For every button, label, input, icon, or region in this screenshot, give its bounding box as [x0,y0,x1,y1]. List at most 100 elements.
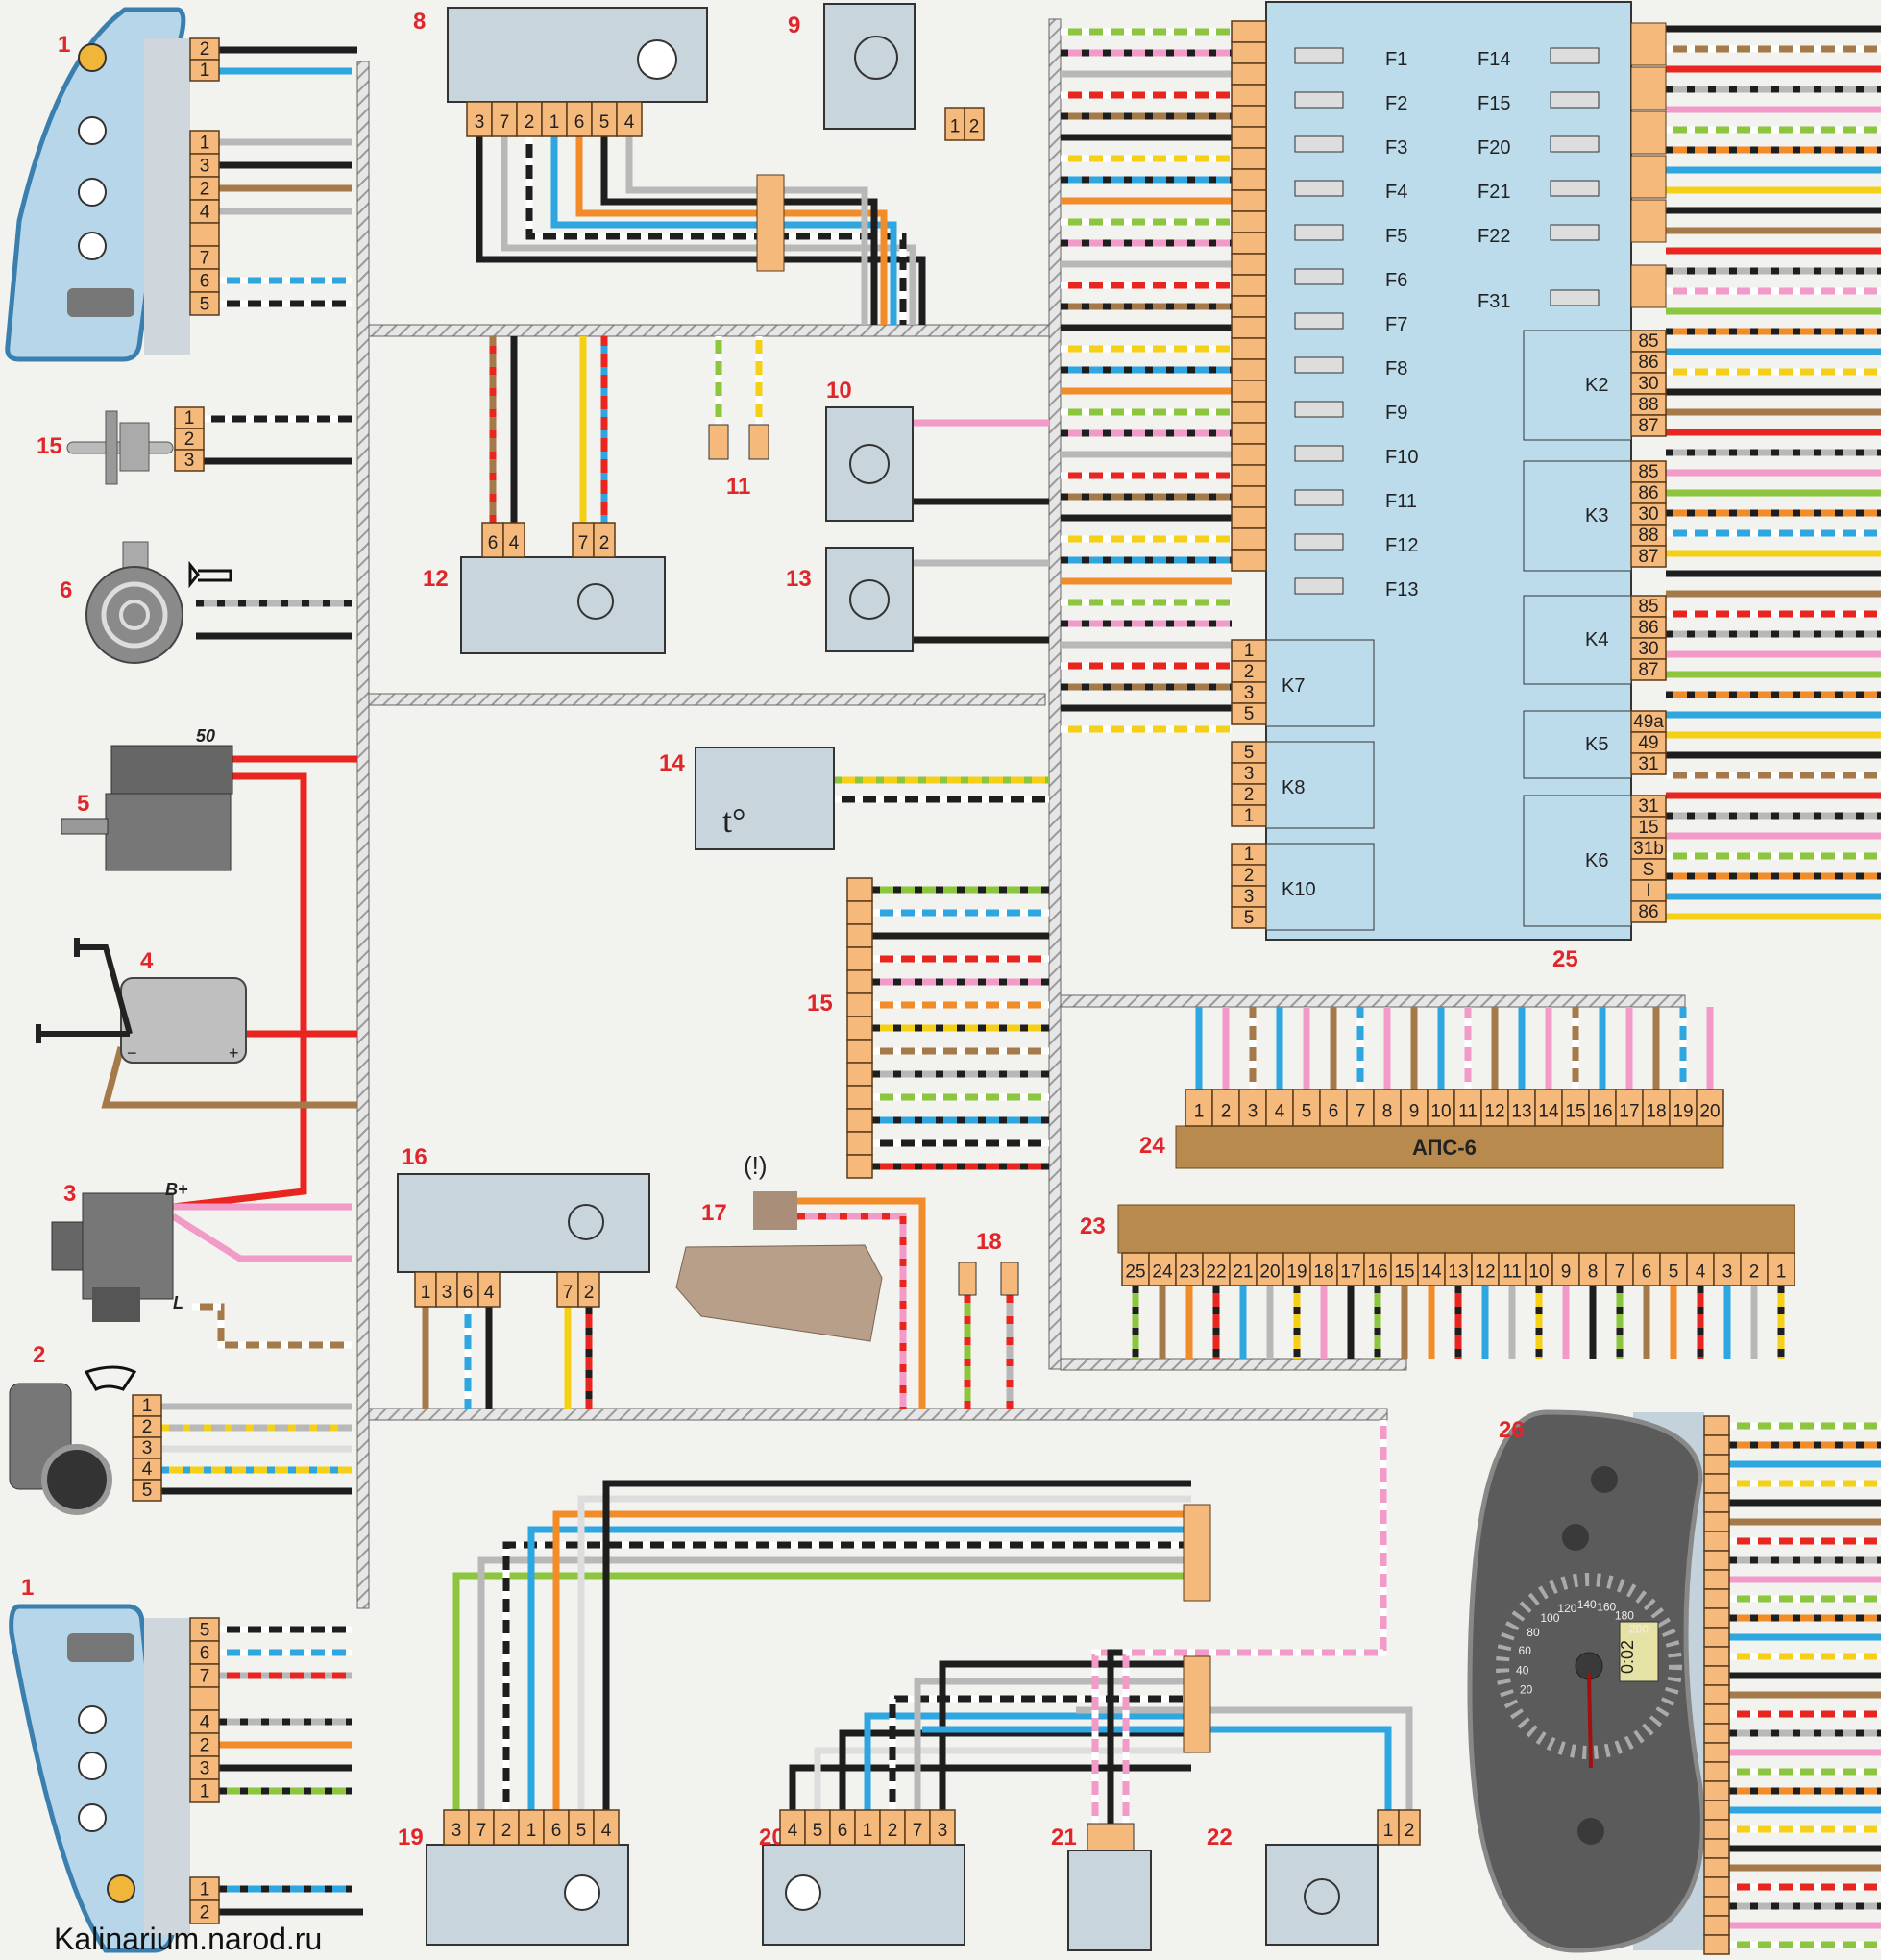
fuse-label: F2 [1385,93,1407,114]
inline-connector [1183,1655,1211,1753]
c23-pin [1175,1252,1204,1286]
relay-K2-pin [1630,414,1667,437]
c2-pin-label: 2 [142,1417,153,1437]
c8-pin-label: 5 [599,112,610,133]
c23-pin-label: 16 [1367,1262,1387,1283]
c22-pin [1398,1809,1421,1846]
component-label: 22 [1207,1825,1233,1850]
battery: 4 − + [36,938,247,1064]
fuse-block-left-pin [1231,147,1267,170]
c23-pin-label: 6 [1642,1262,1652,1283]
c7-pin-label: 3 [184,451,195,471]
c24-pin-label: 10 [1430,1102,1451,1122]
c20-pin-label: 7 [913,1821,923,1841]
lamp-icon [78,1705,107,1734]
c26-pin [1703,1742,1730,1763]
fuse-label: F15 [1478,93,1510,114]
speed-tick-label: 80 [1527,1626,1540,1639]
c26-pin [1703,1473,1730,1494]
c7-pin [174,449,205,472]
c23-pin [1444,1252,1473,1286]
component-label: 13 [786,566,812,592]
c8-pin-label: 1 [550,112,560,133]
relay-K6 [1523,795,1632,927]
fuse-label: F8 [1385,358,1407,380]
corrector-motor-icon [67,1633,134,1662]
c24-pin-label: 8 [1382,1102,1393,1122]
turn-lamp-icon [107,1874,135,1903]
c19-pin [443,1809,470,1846]
lamp-icon [78,178,107,207]
fuse-block-left-pin [1231,506,1267,529]
switch-19: 19 [398,1825,629,1946]
motor-icon [849,579,890,620]
fuse-block-left-pin [1231,527,1267,551]
c23-pin-label: 8 [1588,1262,1599,1283]
c24-pin [1427,1089,1455,1127]
c24-pin-label: 12 [1484,1102,1504,1122]
c15-pin [846,1016,873,1041]
fuse-label: F22 [1478,226,1510,247]
c23-pin-label: 18 [1313,1262,1333,1283]
c26-pin [1703,1550,1730,1571]
apc-6-block: АПС-6 24 [1139,1125,1724,1169]
fuse-label: F3 [1385,137,1407,159]
fuse-label: F21 [1478,182,1510,203]
c23-pin-label: 20 [1259,1262,1280,1283]
c19-pin-label: 2 [501,1821,512,1841]
headlamp-upper: 1 [5,7,190,362]
c8-pin [541,101,568,137]
fuse-label: F5 [1385,226,1407,247]
component-label: 18 [976,1229,1002,1255]
c2-pin-label: 1 [142,1396,153,1416]
relay-K2-pin-label: 85 [1638,331,1658,352]
c26-pin [1703,1454,1730,1475]
motor-9: 9 [788,3,916,130]
temperature-symbol: t° [722,801,745,840]
component-label: 1 [58,32,70,58]
motor-icon [568,1204,604,1240]
wire [552,1510,1191,1810]
c7-pin-label: 2 [184,429,195,450]
wire [914,1678,1191,1810]
fuse-block-left-pin [1231,253,1267,276]
c12-pin-label: 2 [599,533,610,553]
fuse-icon [1294,268,1344,285]
fuse-icon [1550,289,1600,306]
led-icon [564,1874,600,1911]
c24-pin-label: 15 [1565,1102,1585,1122]
wire-stripe [192,1303,352,1349]
led-icon [637,39,677,80]
c26-pin [1703,1838,1730,1859]
c8-pin-label: 2 [525,112,535,133]
fuse-label: F11 [1385,491,1417,512]
speed-tick-label: 40 [1516,1663,1529,1677]
relay-K4-pin [1630,658,1667,681]
fuse-label: F10 [1385,447,1418,468]
c12-pin-label: 7 [578,533,589,553]
c26-pin [1703,1723,1730,1744]
motor-icon [854,36,898,80]
component-label: 6 [60,577,72,603]
c12-pin-label: 4 [509,533,520,553]
c15-pin [846,946,873,971]
component-label: 19 [398,1825,424,1850]
c23-pin-label: 22 [1206,1262,1226,1283]
wiper-motor: 2 [9,1342,137,1515]
c15-pin [846,1062,873,1087]
c24-pin [1185,1089,1213,1127]
c23-pin [1632,1252,1661,1286]
component-label: 16 [402,1144,428,1170]
relay-list: K71235K85321K101235K28586308887K38586308… [1231,330,1667,931]
c1b-pin-label: 4 [200,1713,210,1733]
component-label: 15 [37,433,62,459]
c15-pin [846,969,873,994]
fuse-label: F20 [1478,137,1510,159]
fuse-block-left-pin [1231,84,1267,107]
speed-tick-label: 200 [1629,1622,1649,1635]
relay-K5-pin-label: 31 [1638,754,1658,774]
c1-pin-label: 7 [200,249,210,269]
c23-pin [1740,1252,1769,1286]
